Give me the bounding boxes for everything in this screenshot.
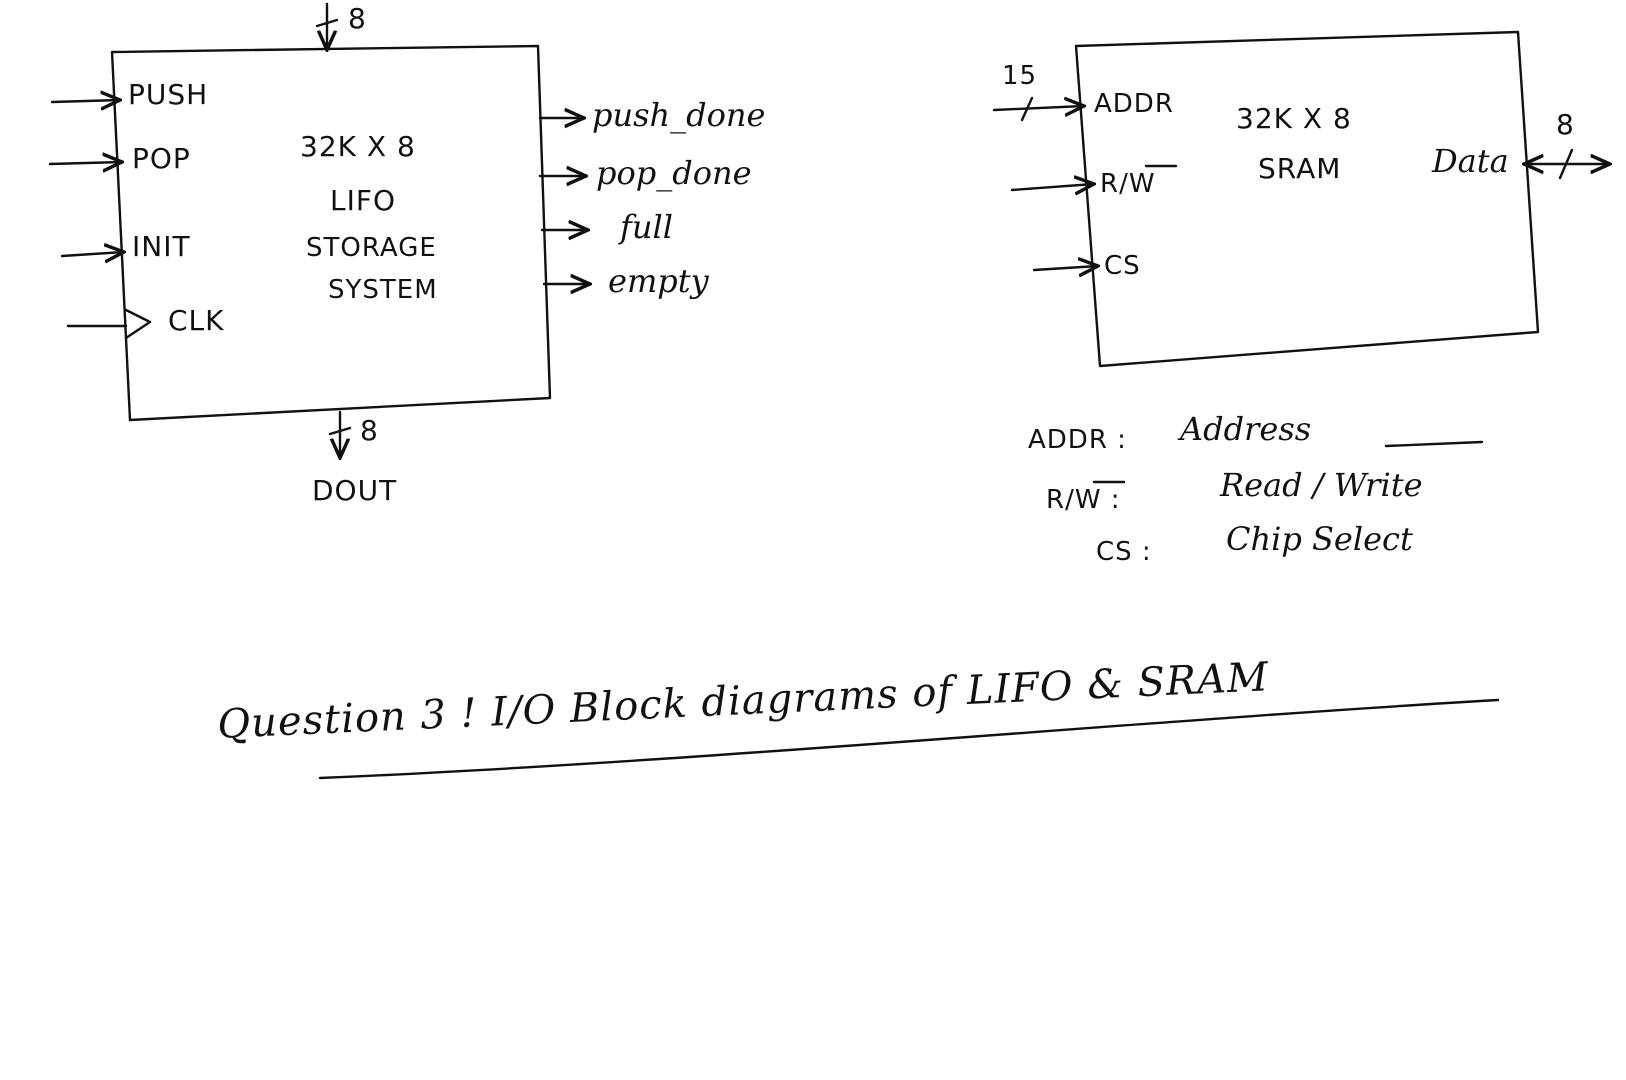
sram-box (1074, 30, 1540, 368)
cs-arrow (1032, 266, 1098, 270)
lifo-output-push-done: push_done (592, 96, 765, 134)
lifo-title-system: SYSTEM (328, 275, 438, 305)
lifo-din-bus: 8 (315, 2, 367, 50)
push-arrow (50, 100, 120, 102)
sram-legend: ADDR : Address R/W : Read / Write CS : C… (1028, 410, 1484, 567)
lifo-output-empty: empty (608, 262, 710, 300)
lifo-input-pop: POP (132, 142, 191, 175)
addr-arrow (992, 106, 1084, 110)
lifo-input-clk: CLK (168, 304, 225, 337)
pop-arrow (48, 162, 122, 164)
lifo-input-init: INIT (132, 230, 191, 263)
legend-value-addr: Address (1177, 410, 1311, 448)
sram-input-cs: CS (1104, 251, 1141, 281)
sram-input-addr: ADDR (1094, 89, 1174, 119)
clk-triangle-icon (124, 308, 152, 340)
sram-input-rw: R/W (1100, 169, 1156, 199)
legend-write-overbar (1384, 440, 1484, 448)
lifo-dout-width: 8 (360, 414, 379, 447)
caption-underline (318, 698, 1500, 780)
lifo-title-size: 32K X 8 (300, 130, 416, 163)
lifo-dout-bus: 8 DOUT (312, 410, 397, 507)
legend-key-cs: CS : (1096, 537, 1152, 567)
init-arrow (60, 252, 124, 256)
legend-key-addr: ADDR : (1028, 425, 1127, 455)
data-bus-slash (1558, 148, 1574, 180)
sram-data-width: 8 (1556, 108, 1575, 141)
lifo-box (110, 44, 552, 422)
lifo-title-storage: STORAGE (306, 233, 437, 263)
lifo-din-width: 8 (348, 2, 367, 35)
legend-value-cs: Chip Select (1226, 520, 1413, 558)
addr-bus-slash (1020, 96, 1034, 122)
caption: Question 3 ! I/O Block diagrams of LIFO … (216, 654, 1269, 748)
lifo-title-type: LIFO (330, 184, 396, 217)
sram-title-type: SRAM (1258, 152, 1341, 185)
sram-title-size: 32K X 8 (1236, 102, 1352, 135)
rw-arrow (1010, 184, 1094, 190)
lifo-block: 8 PUSH POP INIT CLK 32K X 8 LIFO STORAGE… (48, 2, 765, 507)
lifo-output-pop-done: pop_done (596, 154, 752, 192)
caption-group: Question 3 ! I/O Block diagrams of LIFO … (216, 654, 1500, 780)
lifo-output-full: full (618, 208, 673, 246)
sram-addr-width: 15 (1002, 61, 1037, 91)
legend-value-rw: Read / Write (1219, 466, 1423, 504)
sram-data-label: Data (1431, 142, 1509, 180)
lifo-input-push: PUSH (128, 78, 208, 111)
lifo-dout-label: DOUT (312, 474, 397, 507)
sram-block: 15 ADDR R/W CS 32K X 8 SRAM Data 8 (992, 30, 1610, 368)
legend-key-rw: R/W : (1046, 485, 1121, 515)
